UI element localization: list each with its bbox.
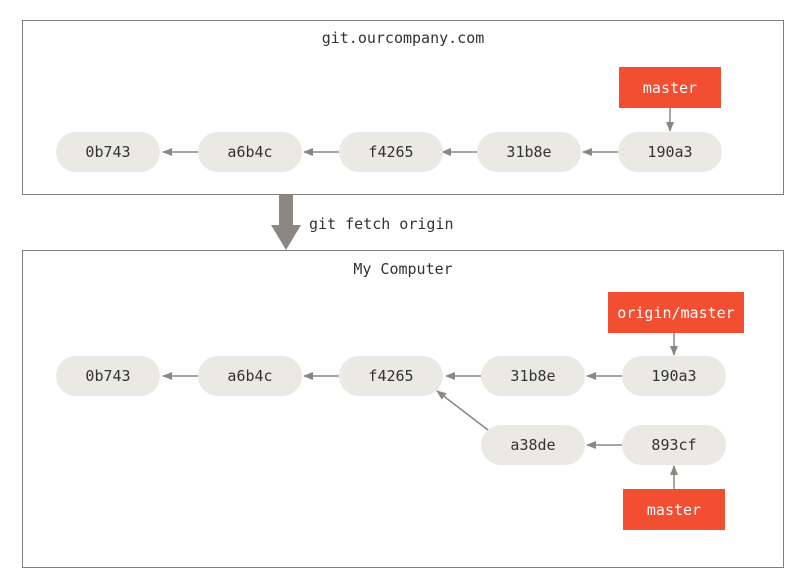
commit-node: 31b8e	[481, 356, 585, 396]
commit-node: f4265	[339, 356, 443, 396]
commit-node: 31b8e	[477, 132, 581, 172]
commit-node: a38de	[481, 425, 585, 465]
remote-repository-title: git.ourcompany.com	[321, 29, 485, 47]
commit-node: 0b743	[56, 132, 160, 172]
commit-node: a6b4c	[198, 356, 302, 396]
commit-node: 190a3	[618, 132, 722, 172]
commit-parent-arrow	[436, 390, 489, 431]
commit-node: 0b743	[56, 356, 160, 396]
branch-label-origin-master: origin/master	[608, 292, 744, 333]
commit-node: a6b4c	[198, 132, 302, 172]
branch-label-master: master	[623, 489, 725, 530]
fetch-command-label: git fetch origin	[309, 215, 454, 233]
branch-label-master: master	[619, 67, 721, 108]
commit-node: f4265	[339, 132, 443, 172]
fetch-arrow-head	[271, 225, 301, 250]
local-repository-title: My Computer	[353, 260, 453, 278]
fetch-arrow-shaft	[279, 195, 293, 225]
commit-node: 893cf	[622, 425, 726, 465]
commit-node: 190a3	[622, 356, 726, 396]
